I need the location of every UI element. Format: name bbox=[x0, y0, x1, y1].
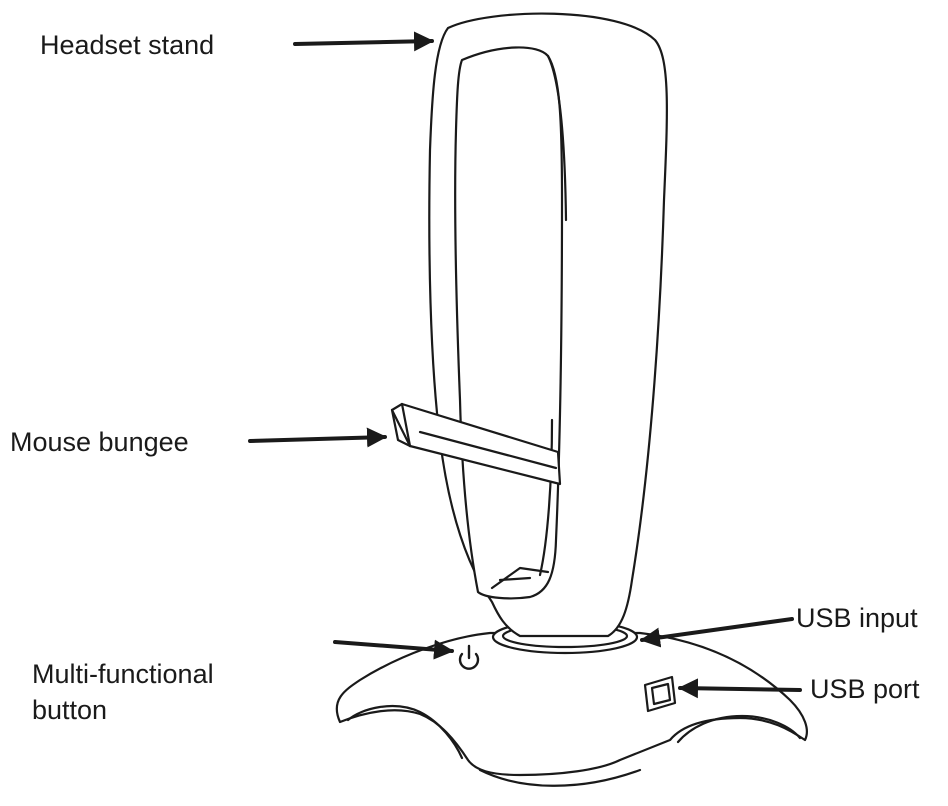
stand-body bbox=[428, 12, 668, 638]
usb-port bbox=[643, 675, 677, 713]
arrow-icon bbox=[293, 31, 434, 52]
label-multi-functional-line2: button bbox=[32, 695, 108, 725]
label-mouse-bungee: Mouse bungee bbox=[10, 427, 189, 457]
label-usb-port: USB port bbox=[810, 674, 920, 704]
label-multi-functional-button: Multi-functional button bbox=[32, 656, 214, 728]
mouse-bungee-arm bbox=[390, 402, 562, 486]
arrow-icon bbox=[678, 678, 802, 699]
stand-base bbox=[335, 631, 808, 787]
arrow-icon bbox=[640, 617, 794, 648]
arrow-icon bbox=[248, 427, 387, 448]
label-multi-functional-line1: Multi-functional bbox=[32, 659, 214, 689]
power-icon bbox=[458, 644, 480, 670]
label-usb-input: USB input bbox=[796, 603, 918, 633]
label-headset-stand: Headset stand bbox=[40, 30, 215, 60]
arrow-icon bbox=[333, 639, 454, 660]
